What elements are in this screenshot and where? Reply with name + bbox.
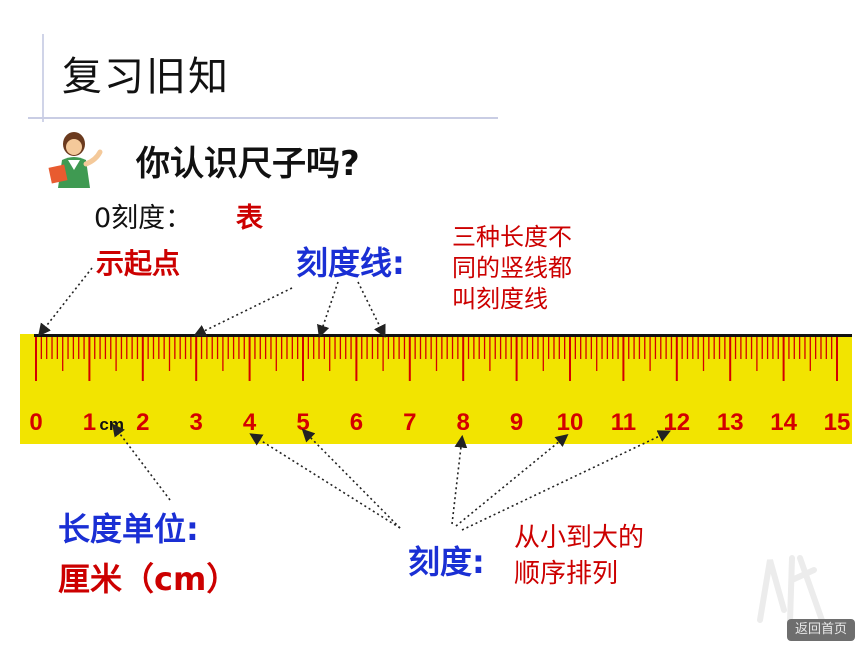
zero-label: 0刻度： bbox=[94, 203, 193, 234]
title-vertical-rule bbox=[42, 34, 44, 122]
ruler-number: 10 bbox=[557, 409, 584, 436]
ruler-number: 15 bbox=[824, 409, 851, 436]
scale-arrow-5 bbox=[301, 428, 401, 529]
tick-desc-line: 叫刻度线 bbox=[452, 285, 548, 313]
ruler-number: 4 bbox=[243, 409, 257, 436]
ruler-number: 14 bbox=[770, 409, 797, 436]
page-title: 复习旧知 bbox=[62, 54, 230, 100]
ruler-number: 11 bbox=[611, 409, 636, 436]
ruler-number: 12 bbox=[663, 409, 690, 436]
ruler-number: 5 bbox=[296, 409, 309, 436]
tick-lines-description: 三种长度不 同的竖线都 叫刻度线 bbox=[452, 222, 612, 315]
tick-desc-line: 同的竖线都 bbox=[452, 254, 572, 282]
scale-arrow-10 bbox=[455, 433, 569, 527]
scale-arrow-8 bbox=[451, 434, 468, 525]
length-unit-label: 长度单位: bbox=[58, 510, 199, 548]
scale-label: 刻度: bbox=[408, 543, 485, 581]
ruler-number: 3 bbox=[190, 409, 203, 436]
zero-meaning-part2: 示起点 bbox=[96, 247, 181, 280]
tick-desc-line: 三种长度不 bbox=[452, 223, 572, 251]
scale-description: 从小到大的 顺序排列 bbox=[514, 520, 694, 592]
question-heading: 你认识尺子吗? bbox=[136, 144, 360, 184]
tick-arrow-mid bbox=[317, 281, 339, 339]
tick-lines-label: 刻度线: bbox=[296, 244, 405, 282]
decorative-watermark bbox=[757, 555, 827, 629]
scale-desc-line: 从小到大的 bbox=[514, 523, 645, 553]
title-underline bbox=[28, 117, 498, 119]
ruler-number: 1 bbox=[83, 409, 96, 436]
ruler-ticks bbox=[35, 337, 838, 381]
tick-arrow-long bbox=[193, 287, 293, 337]
ruler-number: 6 bbox=[350, 409, 363, 436]
ruler-unit-mark: cm bbox=[99, 415, 124, 434]
back-home-button[interactable]: 返回首页 bbox=[787, 619, 855, 641]
ruler-number: 0 bbox=[29, 409, 42, 436]
zero-arrow bbox=[38, 267, 93, 337]
ruler-number: 7 bbox=[403, 409, 416, 436]
zero-meaning-part1: 表 bbox=[236, 203, 263, 234]
ruler-number: 13 bbox=[717, 409, 744, 436]
scale-desc-line: 顺序排列 bbox=[514, 559, 619, 589]
scale-arrow-4 bbox=[249, 433, 401, 529]
scale-arrow-12 bbox=[461, 430, 671, 531]
ruler-number: 8 bbox=[457, 409, 470, 436]
teacher-icon bbox=[48, 132, 103, 188]
tick-arrow-short bbox=[357, 281, 386, 338]
ruler-edge bbox=[34, 334, 852, 337]
ruler-number: 2 bbox=[136, 409, 149, 436]
ruler-number: 9 bbox=[510, 409, 523, 436]
length-unit-value: 厘米（cm） bbox=[58, 560, 239, 598]
